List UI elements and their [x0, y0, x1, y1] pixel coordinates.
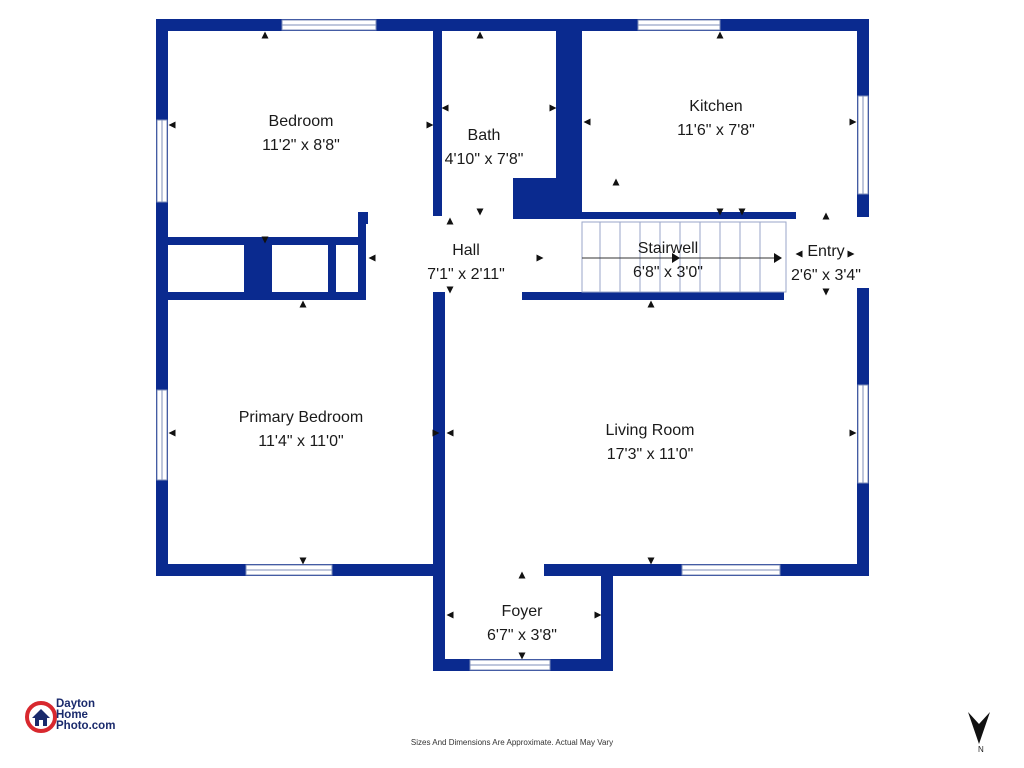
room-dimensions: 6'7" x 3'8" [487, 627, 557, 644]
dimension-marker [795, 250, 803, 258]
disclaimer-text: Sizes And Dimensions Are Approximate. Ac… [410, 738, 614, 747]
room-dimensions: 11'6" x 7'8" [677, 122, 755, 139]
dimension-marker [716, 208, 724, 216]
room-name: Bedroom [268, 113, 334, 130]
room-name: Foyer [501, 603, 543, 620]
wall-segment [433, 28, 442, 216]
wall-segment [433, 292, 445, 572]
room-name: Entry [807, 243, 845, 260]
room-label-hall: Hall 7'1" x 2'11" [427, 239, 505, 287]
stair-treads [581, 221, 787, 293]
wall-segment [156, 19, 168, 576]
room-label-entry: Entry 2'6" x 3'4" [791, 240, 861, 288]
dimension-marker [168, 121, 176, 129]
stair-direction-arrow [672, 253, 680, 263]
dimension-marker [476, 31, 484, 39]
dimension-marker [549, 104, 557, 112]
dimension-marker [261, 236, 269, 244]
dimension-marker [822, 212, 830, 220]
room-label-bedroom: Bedroom 11'2" x 8'8" [262, 110, 340, 158]
brand-logo: Dayton Home Photo.com [24, 698, 154, 738]
room-dimensions: 4'10" x 7'8" [444, 151, 524, 168]
logo-line: Photo.com [56, 720, 116, 732]
dimension-marker [446, 217, 454, 225]
room-label-stairwell: Stairwell 6'8" x 3'0" [633, 237, 703, 285]
dimension-marker [647, 557, 655, 565]
north-arrow-icon [968, 712, 990, 744]
room-dimensions: 11'4" x 11'0" [258, 433, 344, 450]
room-label-living-room: Living Room 17'3" x 11'0" [606, 419, 695, 467]
room-dimensions: 11'2" x 8'8" [262, 137, 340, 154]
room-name: Kitchen [689, 98, 743, 115]
dimension-marker [847, 250, 855, 258]
dimension-marker [299, 300, 307, 308]
logo-line: Home [56, 709, 88, 721]
wall-segment [156, 19, 869, 31]
dimension-marker [849, 118, 857, 126]
dimension-marker [518, 652, 526, 660]
room-label-foyer: Foyer 6'7" x 3'8" [487, 600, 557, 648]
dimension-marker [441, 104, 449, 112]
dimension-marker [368, 254, 376, 262]
room-dimensions: 17'3" x 11'0" [606, 446, 694, 463]
dimension-marker [518, 571, 526, 579]
wall-segment [244, 237, 272, 299]
stair-direction-arrow [774, 253, 782, 263]
dimension-marker [261, 31, 269, 39]
dimension-marker [536, 254, 544, 262]
dimension-marker [612, 178, 620, 186]
dimension-marker [822, 288, 830, 296]
room-name: Primary Bedroom [238, 409, 364, 426]
room-label-kitchen: Kitchen 11'6" x 7'8" [677, 95, 755, 143]
wall-segment [522, 292, 784, 300]
dimension-marker [168, 429, 176, 437]
room-dimensions: 2'6" x 3'4" [791, 267, 861, 284]
dimension-marker [594, 611, 602, 619]
dimension-marker [446, 286, 454, 294]
dimension-marker [432, 429, 440, 437]
logo-wordmark: Dayton Home Photo.com [56, 698, 116, 732]
stair-outline [581, 221, 787, 293]
dimension-marker [476, 208, 484, 216]
wall-segment [556, 28, 582, 219]
dimension-markers [168, 31, 857, 660]
wall-segment [582, 212, 796, 219]
room-dimensions: 6'8" x 3'0" [633, 264, 703, 281]
dimension-marker [299, 557, 307, 565]
wall-segment [168, 292, 366, 300]
dimension-marker [446, 611, 454, 619]
dimension-marker [716, 31, 724, 39]
wall-segment [513, 178, 558, 219]
room-name: Stairwell [637, 240, 699, 257]
logo-line: Dayton [56, 698, 95, 710]
dimension-marker [647, 300, 655, 308]
wall-segment [358, 212, 366, 298]
room-name: Living Room [605, 422, 695, 439]
dimension-marker [426, 121, 434, 129]
dimension-marker [849, 429, 857, 437]
house-icon [25, 701, 57, 733]
room-name: Bath [467, 127, 501, 144]
windows [156, 19, 869, 671]
room-name: Hall [452, 242, 480, 259]
wall-segment [328, 237, 336, 299]
dimension-marker [583, 118, 591, 126]
dimension-marker [738, 208, 746, 216]
room-label-primary-bedroom: Primary Bedroom 11'4" x 11'0" [239, 406, 363, 454]
wall-segment [433, 564, 445, 671]
room-label-bath: Bath 4'10" x 7'8" [445, 124, 524, 172]
dimension-marker [446, 429, 454, 437]
wall-segment [601, 564, 613, 671]
compass-label: N [978, 745, 984, 754]
room-dimensions: 7'1" x 2'11" [427, 266, 505, 283]
